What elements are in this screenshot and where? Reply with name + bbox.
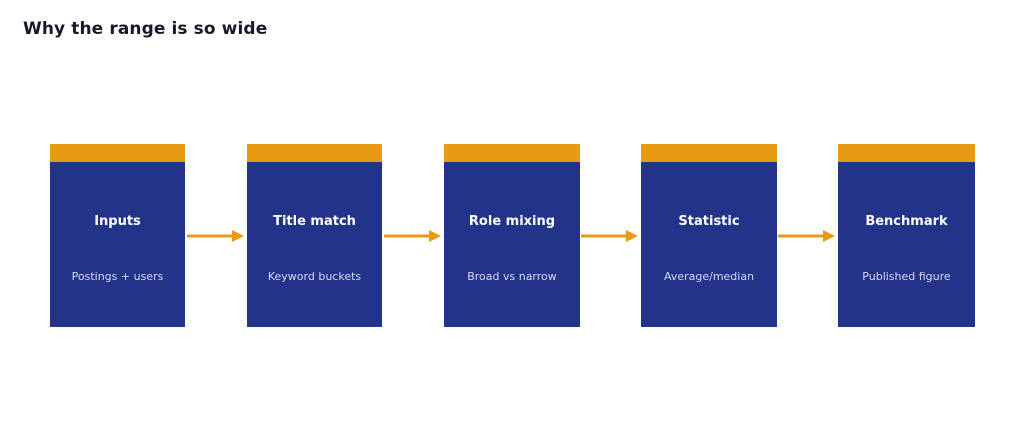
step-cap <box>444 144 580 162</box>
step-cap <box>50 144 185 162</box>
arrow-icon <box>581 229 639 243</box>
step-title: Benchmark <box>865 214 948 229</box>
step-subtitle: Published figure <box>862 270 951 283</box>
step-cap <box>838 144 975 162</box>
step-title: Role mixing <box>468 214 556 229</box>
step-cap <box>247 144 382 162</box>
arrow-icon <box>384 229 442 243</box>
step-title: Inputs <box>94 214 141 229</box>
step-subtitle: Keyword buckets <box>267 270 362 283</box>
step-box-role-mixing: Role mixing Broad vs narrow <box>444 144 580 327</box>
step-subtitle: Postings + users <box>71 270 164 283</box>
diagram-title: Why the range is so wide <box>23 19 268 39</box>
step-cap <box>641 144 777 162</box>
step-subtitle: Broad vs narrow <box>467 270 557 283</box>
step-title: Title match <box>273 214 356 229</box>
step-title: Statistic <box>678 214 740 229</box>
step-box-benchmark: Benchmark Published figure <box>838 144 975 327</box>
arrow-icon <box>778 229 836 243</box>
step-box-statistic: Statistic Average/median <box>641 144 777 327</box>
arrow-icon <box>187 229 245 243</box>
step-box-title-match: Title match Keyword buckets <box>247 144 382 327</box>
step-box-inputs: Inputs Postings + users <box>50 144 185 327</box>
step-subtitle: Average/median <box>663 270 755 283</box>
